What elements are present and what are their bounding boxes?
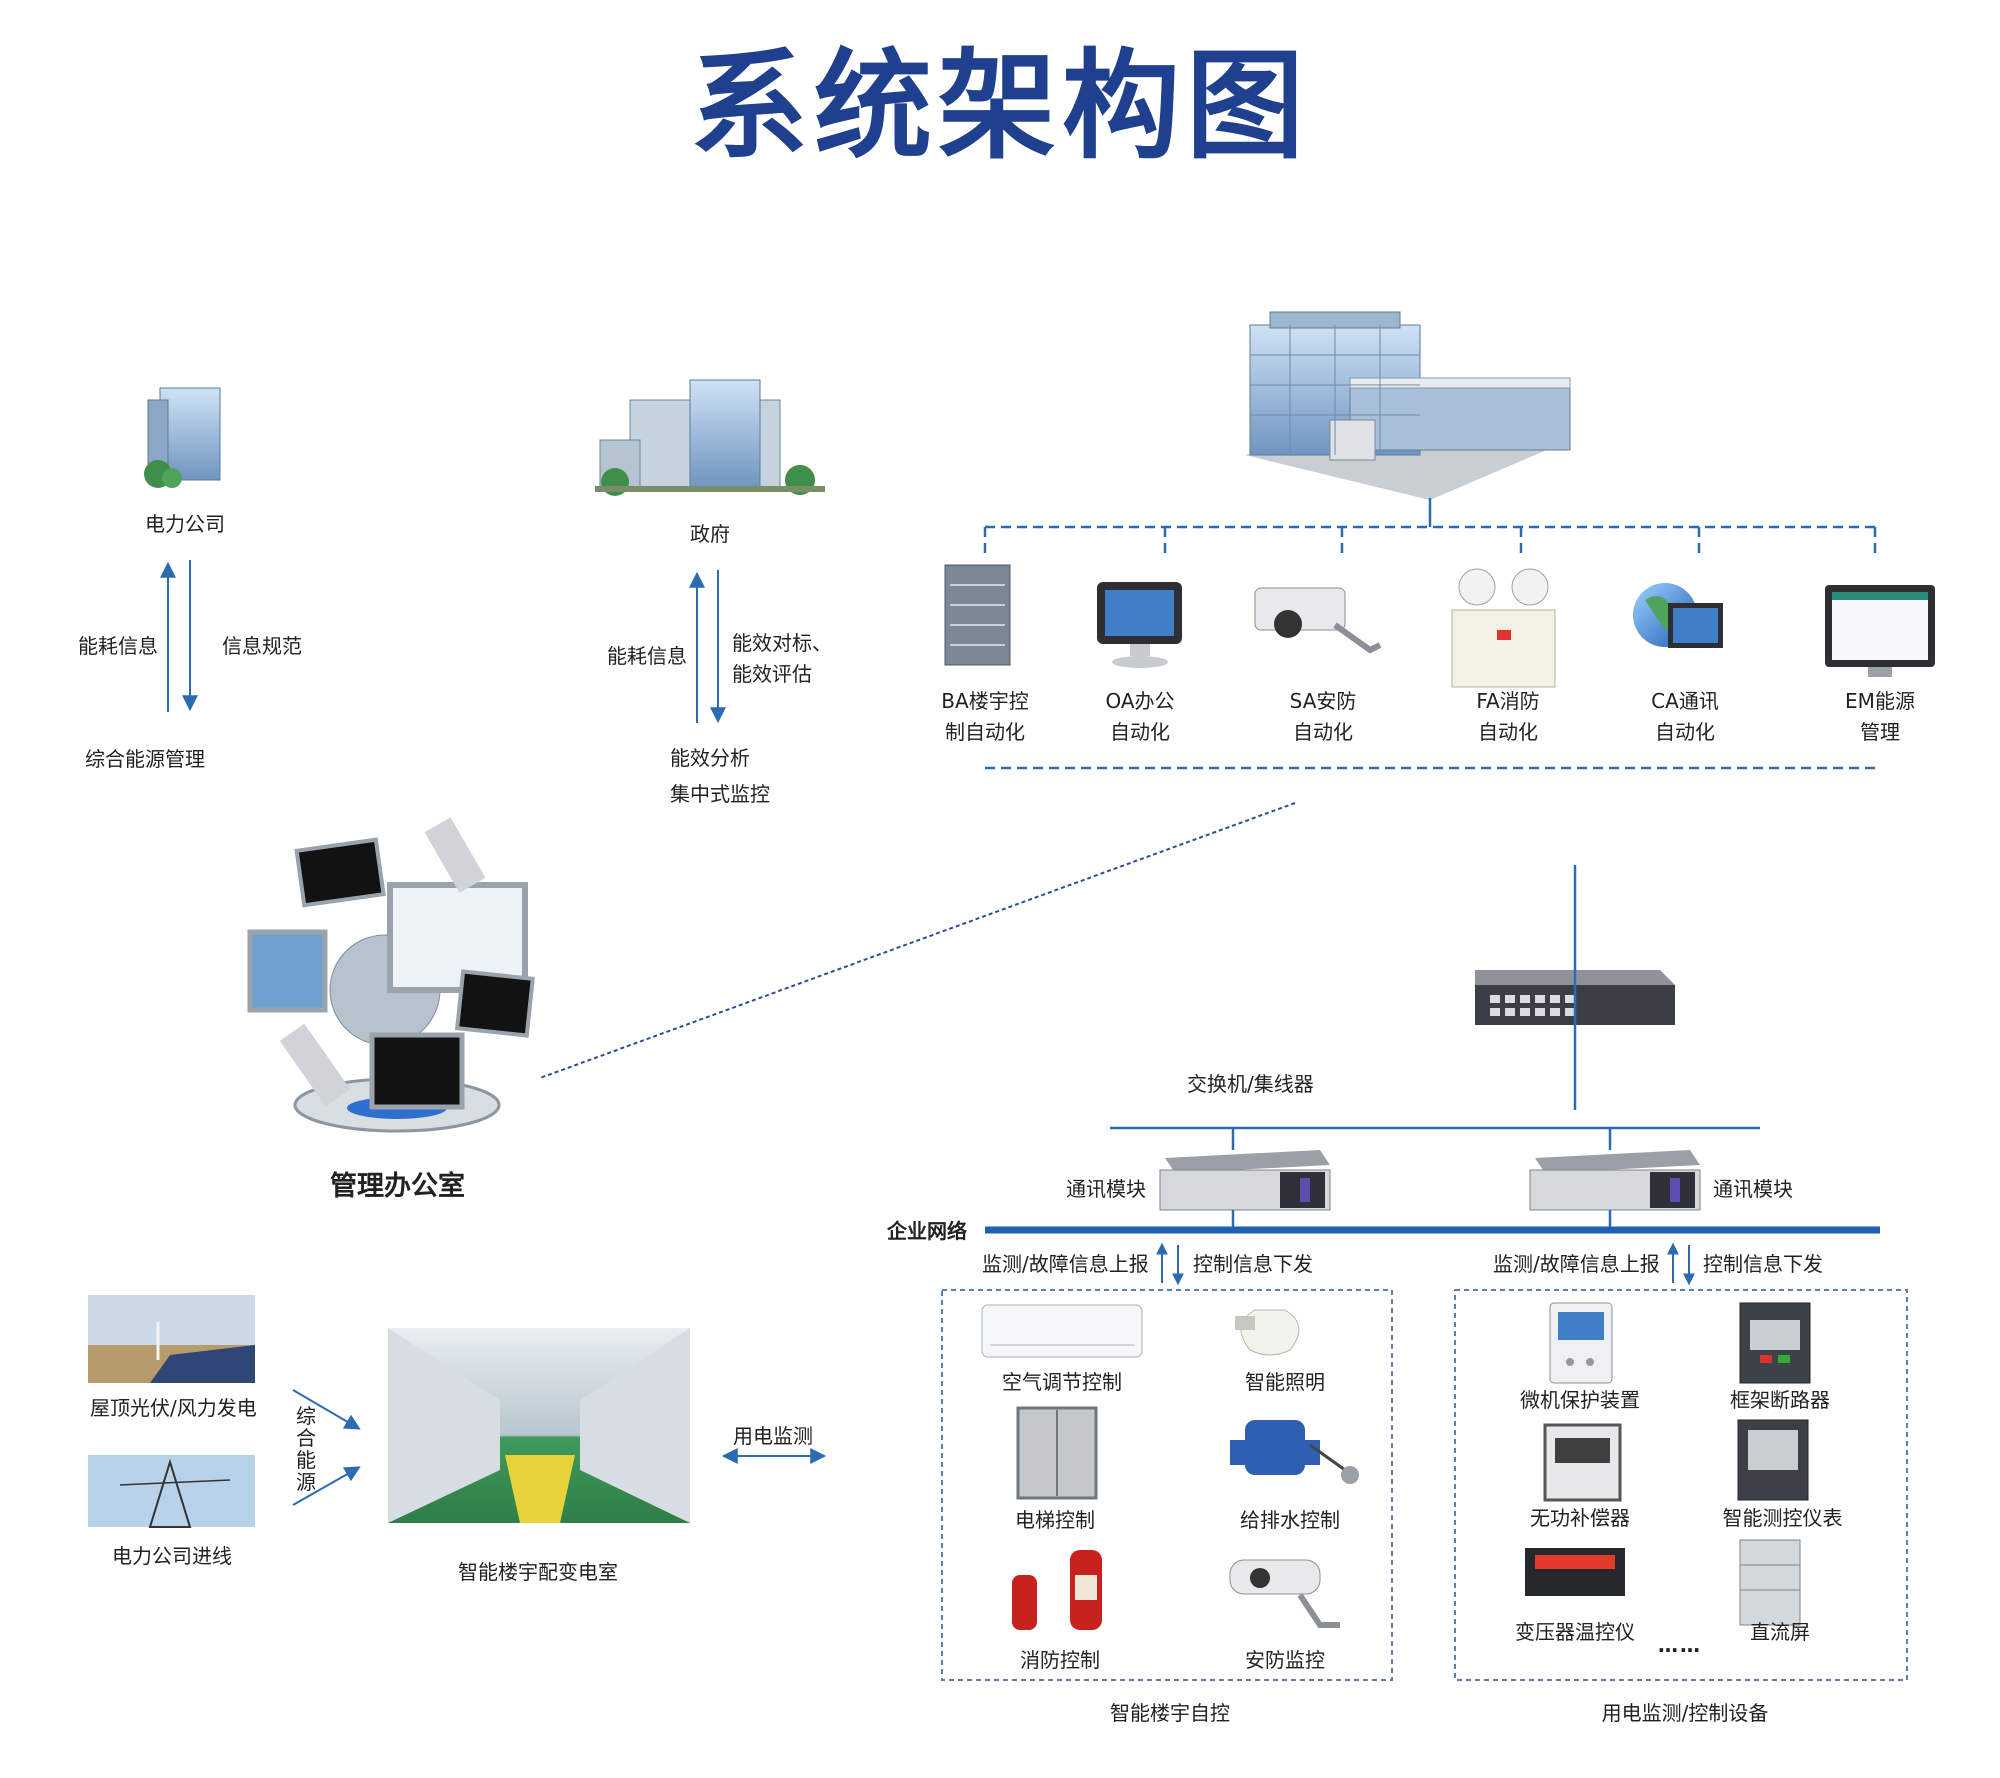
meter-item-label: 智能测控仪表 — [1722, 1506, 1843, 1530]
office-label: 管理办公室 — [330, 1171, 465, 1202]
temp-controller-icon — [1525, 1548, 1625, 1596]
fa-emergency-light-icon — [1451, 568, 1556, 688]
gov-up-label: 能耗信息 — [607, 644, 687, 668]
subsystem-fa-label: FA消防自动化 — [1476, 689, 1540, 744]
oa-monitor-icon — [1097, 582, 1182, 668]
power-down-label: 信息规范 — [222, 634, 302, 658]
microcomputer-protection-icon — [1549, 1302, 1613, 1384]
air-conditioner-icon — [981, 1304, 1143, 1358]
meter-item-label: 无功补偿器 — [1530, 1506, 1630, 1530]
power-company-label: 电力公司 — [145, 512, 225, 536]
meter-box — [1454, 1289, 1908, 1681]
report-right-up-label: 监测/故障信息上报 — [1493, 1252, 1660, 1276]
government-building-icon — [595, 379, 825, 496]
smart-bulb-icon — [1235, 1309, 1300, 1356]
gov-monitor-label: 集中式监控 — [670, 782, 770, 806]
solar-wind-photo-icon — [88, 1295, 255, 1383]
elevator-icon — [1016, 1406, 1098, 1500]
sa-camera-icon — [1254, 587, 1382, 654]
substation-label: 智能楼宇配变电室 — [458, 1560, 618, 1584]
power-up-label: 能耗信息 — [78, 634, 158, 658]
bas-caption: 智能楼宇自控 — [1110, 1701, 1230, 1725]
comm-module-right-icon — [1529, 1150, 1701, 1211]
bas-item-label: 给排水控制 — [1240, 1508, 1340, 1532]
em-screen-icon — [1825, 585, 1935, 677]
office-globe-screens-icon — [247, 817, 535, 1133]
page-title: 系统架构图 — [689, 37, 1310, 175]
meter-item-label: 直流屏 — [1750, 1620, 1810, 1644]
power-company-building-icon — [144, 387, 221, 488]
grid-tower-photo-icon — [88, 1455, 255, 1528]
solar-wind-label: 屋顶光伏/风力发电 — [90, 1396, 257, 1420]
report-left-down-label: 控制信息下发 — [1193, 1252, 1313, 1276]
water-valve-icon — [1230, 1420, 1359, 1484]
subsystem-em-label: EM能源管理 — [1845, 689, 1915, 744]
bas-box — [941, 1289, 1393, 1681]
frame-breaker-icon — [1739, 1302, 1811, 1384]
energy-mgmt-label: 综合能源管理 — [85, 747, 205, 771]
main-building-icon — [1245, 311, 1571, 500]
ba-building-icon — [944, 564, 1011, 666]
comm-module-left-icon — [1159, 1150, 1331, 1211]
power-monitor-label: 用电监测 — [733, 1424, 813, 1448]
combined-energy-label: 综合能源 — [296, 1404, 316, 1494]
solar-arrow — [292, 1389, 361, 1430]
grid-arrow — [292, 1466, 361, 1506]
subsystem-oa-label: OA办公自动化 — [1105, 689, 1175, 744]
bas-item-label: 电梯控制 — [1015, 1508, 1095, 1532]
meter-item-label: 框架断路器 — [1730, 1388, 1830, 1412]
comm-module-right-label: 通讯模块 — [1713, 1177, 1793, 1201]
gov-down-label: 能效对标、 能效评估 — [732, 631, 832, 686]
report-right-down-label: 控制信息下发 — [1703, 1252, 1823, 1276]
subsystem-ba-label: BA楼宇控制自动化 — [941, 689, 1029, 744]
comm-module-left-label: 通讯模块 — [1066, 1177, 1146, 1201]
bas-item-label: 空气调节控制 — [1002, 1370, 1122, 1394]
meter-item-label: 微机保护装置 — [1520, 1388, 1640, 1412]
meter-item-label: 变压器温控仪 — [1515, 1620, 1635, 1644]
subsystem-sa-label: SA安防自动化 — [1289, 689, 1357, 744]
government-label: 政府 — [690, 522, 730, 546]
subsystem-bus — [983, 525, 1877, 770]
bas-item-label: 安防监控 — [1245, 1648, 1325, 1672]
bas-item-label: 消防控制 — [1020, 1648, 1100, 1672]
var-compensator-icon — [1543, 1423, 1622, 1502]
office-link-line — [539, 802, 1296, 1079]
security-camera-icon — [1229, 1559, 1340, 1628]
bas-item-label: 智能照明 — [1245, 1370, 1325, 1394]
meter-ellipsis: …… — [1658, 1633, 1702, 1657]
meter-caption: 用电监测/控制设备 — [1601, 1701, 1769, 1725]
substation-room-photo — [388, 1328, 690, 1523]
report-left-up-label: 监测/故障信息上报 — [982, 1252, 1149, 1276]
smart-meter-icon — [1737, 1419, 1809, 1501]
switch-label: 交换机/集线器 — [1187, 1072, 1314, 1096]
enterprise-network-label: 企业网络 — [887, 1219, 967, 1243]
dc-panel-icon — [1739, 1539, 1801, 1626]
switch-tree-lines — [1110, 865, 1760, 1150]
subsystem-ca-label: CA通讯自动化 — [1651, 689, 1719, 744]
fire-extinguisher-icon — [1012, 1550, 1102, 1630]
gov-analysis-label: 能效分析 — [670, 746, 750, 770]
ca-globe-monitor-icon — [1633, 583, 1723, 648]
grid-input-label: 电力公司进线 — [112, 1544, 232, 1568]
